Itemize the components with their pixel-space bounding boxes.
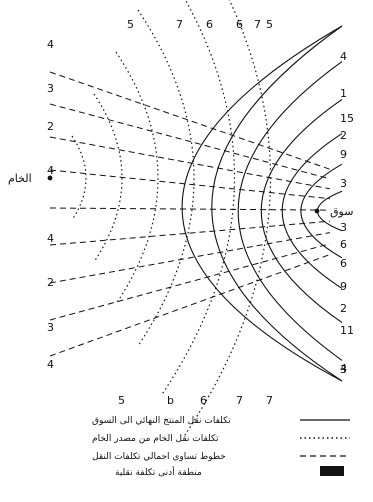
material-cost-arc [184,0,271,436]
market-cost-arc [260,98,343,324]
market-cost-label: 6 [340,238,347,251]
isodapane-line [49,169,331,200]
market-cost-label: 2 [340,302,347,315]
market-point [314,208,320,214]
legend-box-text: منطقة أدنى تكلفة نقلية [115,466,202,478]
market-cost-label: 3 [340,221,347,234]
market-cost-label: 3 [340,177,347,190]
market-label: سوق [330,205,353,218]
material-cost-arc [137,9,195,347]
material-cost-label-bottom: 6 [200,394,207,407]
material-cost-label-top: 5 [127,18,134,31]
material-cost-arc [162,0,235,394]
isodapane-line [49,232,331,284]
legend: تكلفات نقل المنتج النهائي الى السوق تكلف… [92,416,350,478]
market-cost-label: 9 [340,280,347,293]
isodapane-label-left: 2 [47,120,54,133]
raw-material-label: الخام [8,172,32,185]
material-cost-label-bottom: 7 [266,394,273,407]
market-cost-label: 15 [340,112,354,125]
legend-dotted-text: تكلفات نقل الخام من مصدر الخام [92,434,219,444]
isodapane-label-left: 4 [47,38,54,51]
total-cost-isodapanes [49,71,331,357]
isodapane-line [49,71,331,170]
market-cost-label: 2 [340,129,347,142]
legend-box [320,466,344,476]
material-cost-arc [71,135,87,221]
isodapane-label-left: 4 [47,358,54,371]
isodapane-label-left: 3 [47,321,54,334]
market-cost-label: 9 [340,148,347,161]
isodapane-label-left: 4 [47,164,54,177]
market-cost-label: 11 [340,324,354,337]
isodapane-line [49,207,331,211]
isodapane-label-left: 2 [47,276,54,289]
legend-dashed-text: خطوط تساوي اجمالي تكلفات النقل [92,452,226,462]
market-cost-label: 4 [340,362,347,375]
material-cost-label-top: 5 [266,18,273,31]
isodapane-label-left: 4 [47,232,54,245]
isodapane-label-left: 3 [47,82,54,95]
market-cost-label: 6 [340,257,347,270]
material-cost-label-bottom: 5 [118,394,125,407]
material-cost-label-top: 6 [206,18,213,31]
market-cost-arc [181,25,343,382]
raw-material-point [47,175,53,181]
isodapane-line [49,220,331,246]
market-cost-arc [211,25,343,382]
market-cost-label: 4 [340,50,347,63]
market-cost-label: 1 [340,87,347,100]
material-cost-label-top: 7 [254,18,261,31]
material-cost-arc [115,51,159,305]
market-cost-arc [300,163,343,259]
market-cost-arc [237,61,343,361]
isodapane-line [49,136,331,190]
material-cost-isolines [71,0,271,436]
market-cost-arc [281,133,343,289]
material-cost-label-top: 6 [236,18,243,31]
legend-solid-text: تكلفات نقل المنتج النهائي الى السوق [92,416,231,426]
market-cost-label: 3 [340,363,347,376]
material-cost-label-top: 7 [176,18,183,31]
isodapane-line [49,243,331,321]
material-cost-label-bottom: 7 [236,394,243,407]
market-cost-isolines [181,25,343,382]
material-cost-arc [93,93,123,263]
material-cost-label-bottom: b [167,394,174,407]
isodapane-line [49,103,331,180]
